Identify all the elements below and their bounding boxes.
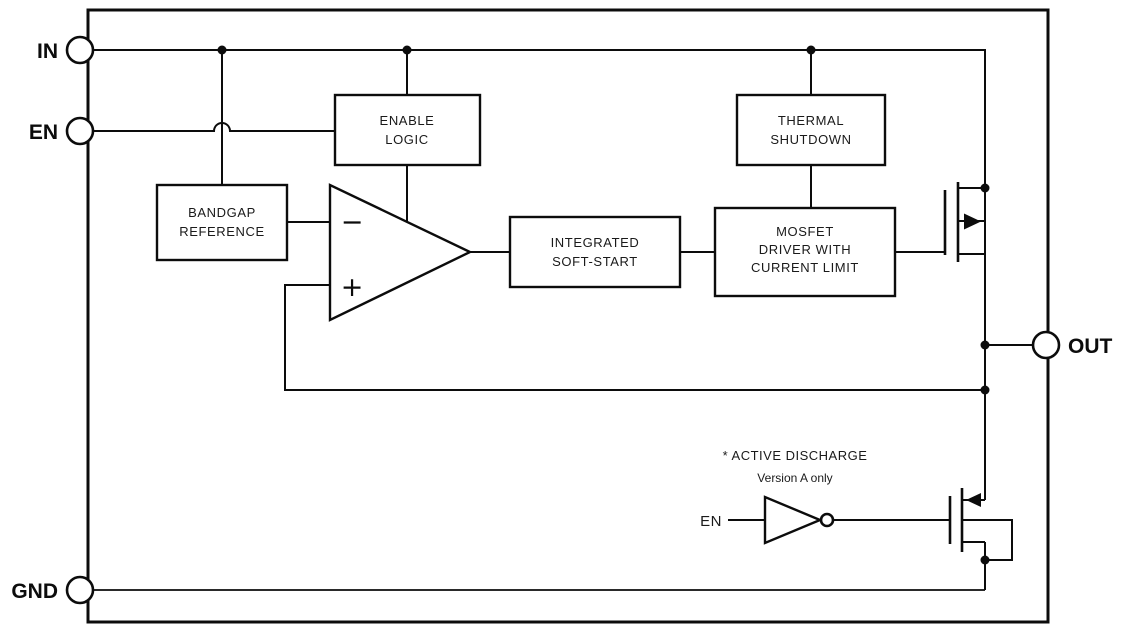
pin-in-label: IN [37,40,58,63]
thermal-shutdown-block: THERMAL SHUTDOWN [735,93,887,167]
mosfet-driver-label-line1: MOSFET [776,224,834,239]
enable-logic-label-line2: LOGIC [385,132,428,147]
junction-dot [980,340,990,350]
pin-in-terminal [65,35,95,65]
active-discharge-subtitle: Version A only [757,471,832,485]
integrated-soft-start-block: INTEGRATED SOFT-START [508,215,682,289]
chip-boundary [86,8,1050,624]
mosfet-driver-label-line2: DRIVER WITH [759,242,852,257]
pin-out-label: OUT [1068,335,1113,358]
soft-start-label-line2: SOFT-START [552,254,638,269]
pin-gnd-label: GND [11,580,58,603]
pin-en-label: EN [29,121,58,144]
bandgap-label-line1: BANDGAP [188,205,256,220]
thermal-shutdown-label-line1: THERMAL [778,113,844,128]
junction-dot [402,45,412,55]
mosfet-driver-label-line3: CURRENT LIMIT [751,260,859,275]
inverter-bubble [819,512,835,528]
junction-dot [806,45,816,55]
mosfet-driver-block: MOSFET DRIVER WITH CURRENT LIMIT [713,206,897,298]
inverter-triangle [763,495,824,545]
wire-feedback [284,284,985,391]
wire-vin-rail [93,49,986,345]
pin-out-terminal [1031,330,1061,360]
pin-gnd-terminal [65,575,95,605]
wire-en-input [93,122,335,132]
thermal-shutdown-label-line2: SHUTDOWN [770,132,851,147]
discharge-mosfet-arrow [966,493,981,507]
discharge-en-label: EN [700,513,722,530]
junction-dot [980,385,990,395]
enable-logic-label-line1: ENABLE [380,113,435,128]
active-discharge-title: * ACTIVE DISCHARGE [723,448,868,463]
amp-noninverting-input-sign: + [341,272,364,303]
discharge-mosfet [948,488,1013,561]
amp-inverting-input-sign: − [341,207,364,238]
discharge-mosfet-body-tie [962,519,1013,561]
error-amplifier: − + [328,183,473,322]
bandgap-reference-block: BANDGAP REFERENCE [155,183,289,262]
enable-logic-block: ENABLE LOGIC [333,93,482,167]
soft-start-label-line1: INTEGRATED [551,235,640,250]
discharge-inverter [763,495,835,545]
junction-dot [217,45,227,55]
pin-en-terminal [65,116,95,146]
bandgap-label-line2: REFERENCE [179,224,265,239]
pass-mosfet-arrow [964,213,981,230]
pass-mosfet [943,182,985,262]
